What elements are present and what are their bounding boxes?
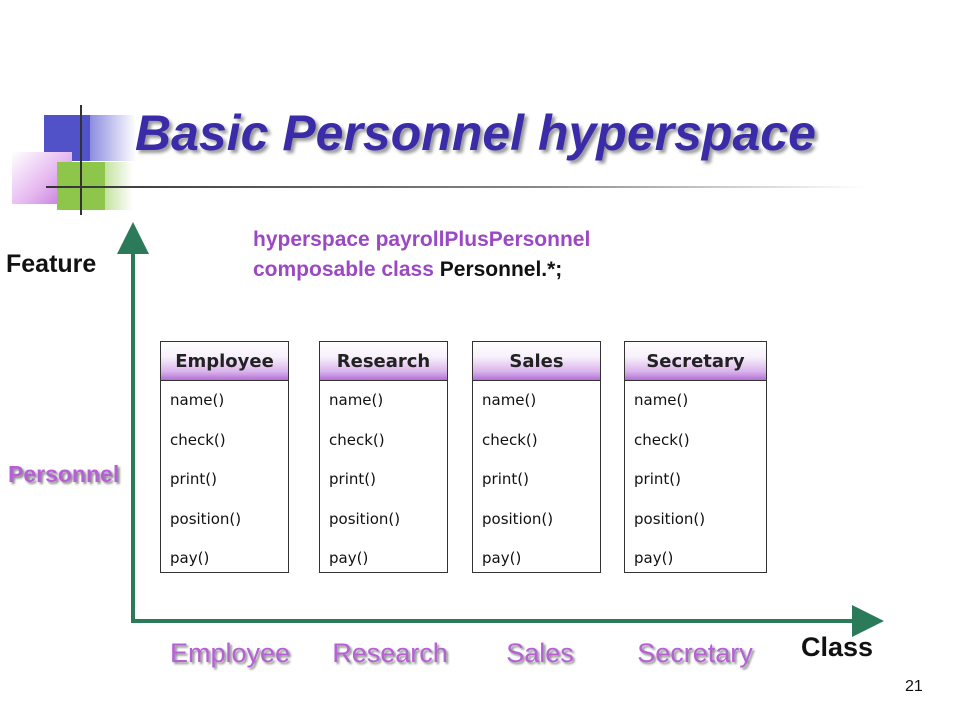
x-category-sales: Sales xyxy=(506,638,574,668)
method-print: print() xyxy=(170,470,217,488)
class-name: Sales xyxy=(473,342,600,381)
method-print: print() xyxy=(634,470,681,488)
x-category-employee: Employee xyxy=(169,638,291,668)
y-category-personnel: Personnel xyxy=(8,461,120,487)
class-box-sales: Sales name() check() print() position() … xyxy=(472,341,601,573)
method-name: name() xyxy=(634,391,689,409)
code-line-1: hyperspace payrollPlusPersonnel xyxy=(253,228,591,251)
method-name: name() xyxy=(170,391,225,409)
method-check: check() xyxy=(329,430,385,449)
code-line-2-keyword: composable class xyxy=(253,258,434,281)
y-axis-label: Feature xyxy=(6,250,97,278)
class-box-employee: Employee name() check() print() position… xyxy=(160,341,289,573)
method-print: print() xyxy=(482,470,529,488)
method-position: position() xyxy=(170,509,242,528)
method-pay: pay() xyxy=(482,549,522,567)
class-box-secretary: Secretary name() check() print() positio… xyxy=(624,341,767,573)
method-name: name() xyxy=(329,391,384,409)
hyperspace-declaration: hyperspace payrollPlusPersonnel composab… xyxy=(253,225,590,285)
method-check: check() xyxy=(170,430,226,449)
class-box-research: Research name() check() print() position… xyxy=(319,341,448,573)
code-line-2-name: Personnel.*; xyxy=(439,258,563,281)
class-name: Research xyxy=(320,342,447,381)
method-print: print() xyxy=(329,470,376,488)
method-position: position() xyxy=(482,509,554,528)
method-position: position() xyxy=(634,509,706,528)
method-pay: pay() xyxy=(329,549,369,567)
method-check: check() xyxy=(634,430,690,449)
x-category-research: Research xyxy=(332,638,448,668)
page-number: 21 xyxy=(905,678,923,695)
method-pay: pay() xyxy=(634,549,674,567)
method-name: name() xyxy=(482,391,537,409)
method-pay: pay() xyxy=(170,549,210,567)
x-axis-label: Class xyxy=(801,632,874,662)
title-underline xyxy=(46,186,866,188)
class-name: Secretary xyxy=(625,342,766,381)
x-category-secretary: Secretary xyxy=(637,638,753,668)
method-check: check() xyxy=(482,430,538,449)
slide-title: Basic Personnel hyperspace xyxy=(135,105,816,161)
method-position: position() xyxy=(329,509,401,528)
class-name: Employee xyxy=(161,342,288,381)
